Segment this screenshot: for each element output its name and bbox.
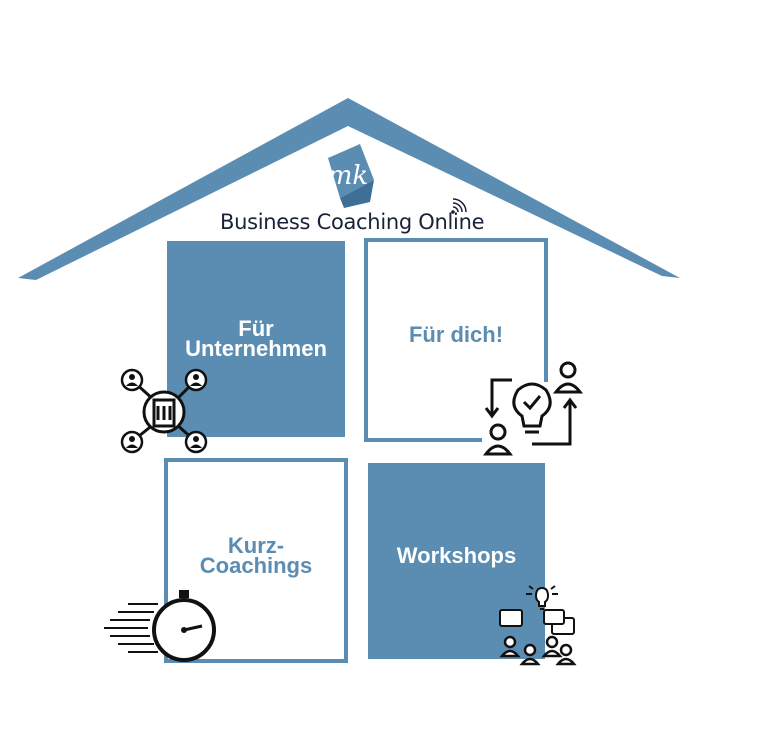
tile-label: Kurz- Coachings [199, 532, 313, 578]
tile-label: Für dich! [408, 322, 504, 347]
company-network-icon [120, 368, 208, 454]
group-discussion-icon [499, 585, 577, 666]
tile-fuer-unternehmen[interactable]: Für Unternehmen [167, 241, 345, 437]
idea-exchange-icon [482, 361, 584, 462]
stopwatch-icon [104, 590, 216, 662]
mk-logo-icon: mk [328, 144, 374, 208]
tile-workshops[interactable]: Workshops [368, 463, 545, 659]
wifi-signal-icon [451, 198, 467, 214]
tile-label: Für Unternehmen [185, 316, 327, 361]
tile-label: Workshops [396, 543, 517, 568]
logo-text: mk [328, 161, 368, 191]
brand-name: Business Coaching Online [220, 210, 485, 234]
